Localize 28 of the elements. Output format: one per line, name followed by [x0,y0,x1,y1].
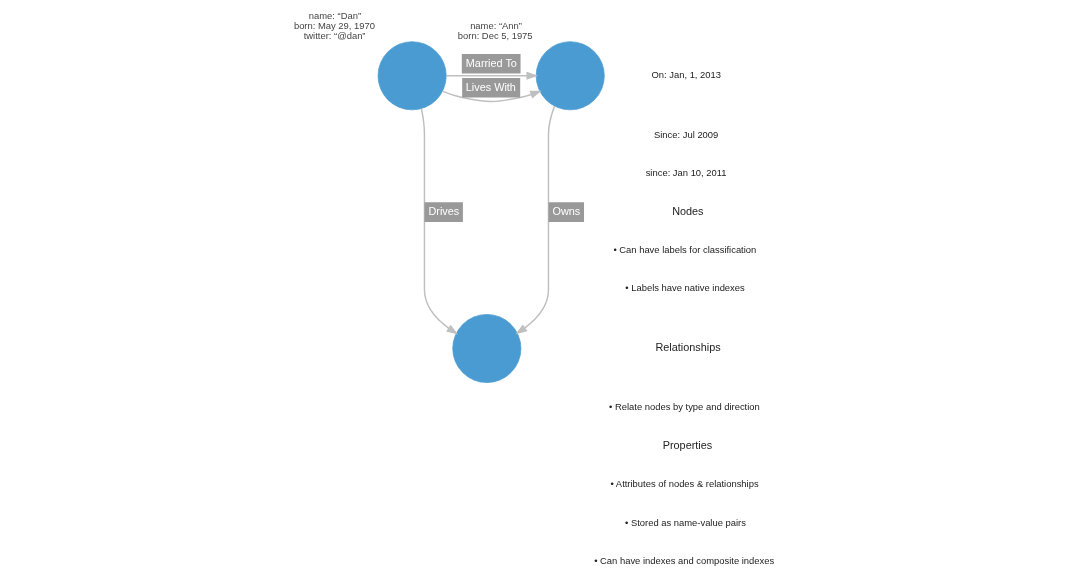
edge-label: Lives With [465,80,516,93]
node-label: twitter: “@dan” [303,30,366,42]
node-circle [451,314,521,383]
arrow [441,90,542,103]
label: On: Jan, 1, 2013 [650,69,721,81]
label: Relationships [654,341,721,354]
node-label: name: “Ann” [469,19,522,31]
label: Since: Jul 2009 [653,128,718,140]
node-circle [377,41,447,111]
arrow [514,105,555,335]
label: • Can have indexes and composite indexes [593,555,774,567]
label: • Can have labels for classification [612,244,756,256]
label: • Relate nodes by type and direction [608,401,760,413]
arrow [445,71,538,80]
label: since: Jan 10, 2011 [645,167,727,179]
label: • Stored as name-value pairs [624,516,746,528]
label: Properties [662,438,712,451]
edge-label: Married To [465,56,517,69]
label: Nodes [671,204,704,217]
edge-label: Owns [551,205,580,218]
edge-label: Drives [427,205,459,218]
node-label: born: May 29, 1970 [293,19,375,31]
node-label: born: Dec 5, 1975 [457,30,533,42]
label: • Attributes of nodes & relationships [609,478,759,490]
node-circle [535,41,605,111]
arrow [420,108,458,335]
node-label: name: “Dan” [308,9,361,21]
label: • Labels have native indexes [624,282,745,294]
